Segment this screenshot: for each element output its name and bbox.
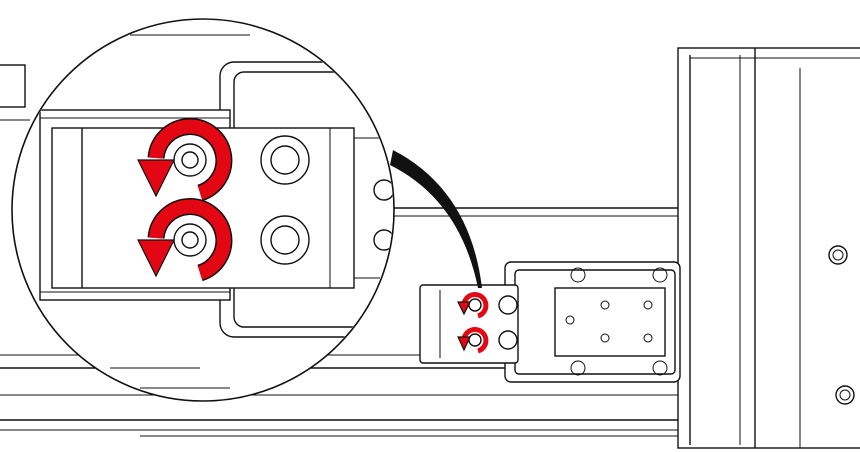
rotate-counterclockwise-arrow-icon	[137, 198, 233, 282]
rotate-counterclockwise-arrow-icon	[457, 291, 489, 319]
bracket-small	[419, 284, 519, 364]
rotate-counterclockwise-arrow-icon	[457, 326, 489, 354]
rotate-counterclockwise-arrow-icon	[137, 118, 233, 202]
slide-block	[504, 261, 681, 383]
callout-pointer	[390, 150, 482, 288]
housing	[677, 47, 860, 449]
magnifier-detail-callout	[11, 18, 395, 402]
